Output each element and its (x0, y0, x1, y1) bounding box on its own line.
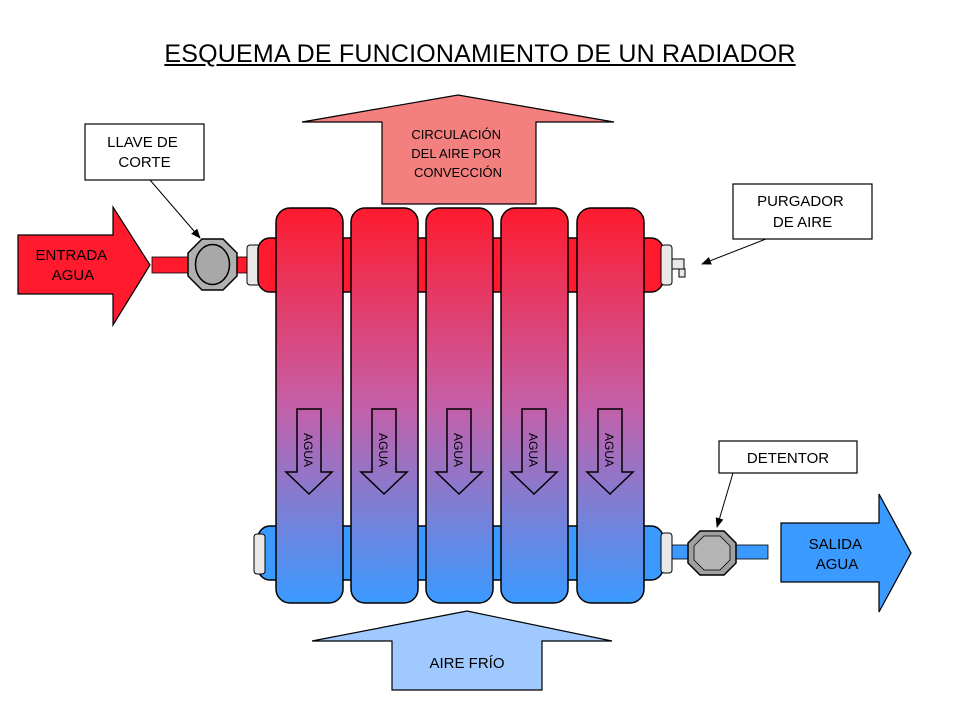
hot-air-label: CIRCULACIÓN DEL AIRE POR CONVECCIÓN (411, 127, 504, 180)
cold-air-label: AIRE FRÍO (429, 655, 504, 672)
water-flow-arrows: AGUA AGUA AGUA AGUA AGUA (284, 408, 635, 496)
top-right-fitting (660, 244, 673, 286)
water-inlet-arrow (17, 204, 151, 328)
cold-air-arrow (311, 610, 613, 691)
lockshield-pointer (715, 472, 734, 528)
lockshield-callout (718, 440, 858, 474)
water-outlet-label: SALIDA AGUA (809, 536, 866, 573)
diagram-title: ESQUEMA DE FUNCIONAMIENTO DE UN RADIADOR (164, 40, 796, 68)
svg-text:AGUA: AGUA (301, 433, 315, 467)
lockshield-label: DETENTOR (747, 450, 829, 467)
bottom-left-fitting (253, 533, 266, 575)
air-bleed-pointer (701, 238, 767, 265)
shutoff-valve-icon (187, 238, 238, 291)
hot-air-arrow (301, 94, 615, 205)
radiator-columns (275, 207, 645, 604)
bottom-right-fitting (660, 532, 673, 574)
water-inlet-label: ENTRADA AGUA (35, 247, 110, 284)
svg-text:AGUA: AGUA (376, 433, 390, 467)
air-bleed-valve-icon (671, 258, 686, 278)
shutoff-valve-callout (84, 123, 205, 181)
air-bleed-callout (732, 183, 873, 240)
svg-text:AGUA: AGUA (602, 433, 616, 467)
shutoff-valve-pointer (149, 179, 201, 239)
svg-text:AGUA: AGUA (451, 433, 465, 467)
air-bleed-label: PURGADOR DE AIRE (757, 193, 848, 231)
lockshield-valve-icon (687, 530, 737, 576)
svg-text:AGUA: AGUA (526, 433, 540, 467)
shutoff-valve-label: LLAVE DE CORTE (107, 134, 182, 171)
water-outlet-arrow (780, 493, 912, 613)
